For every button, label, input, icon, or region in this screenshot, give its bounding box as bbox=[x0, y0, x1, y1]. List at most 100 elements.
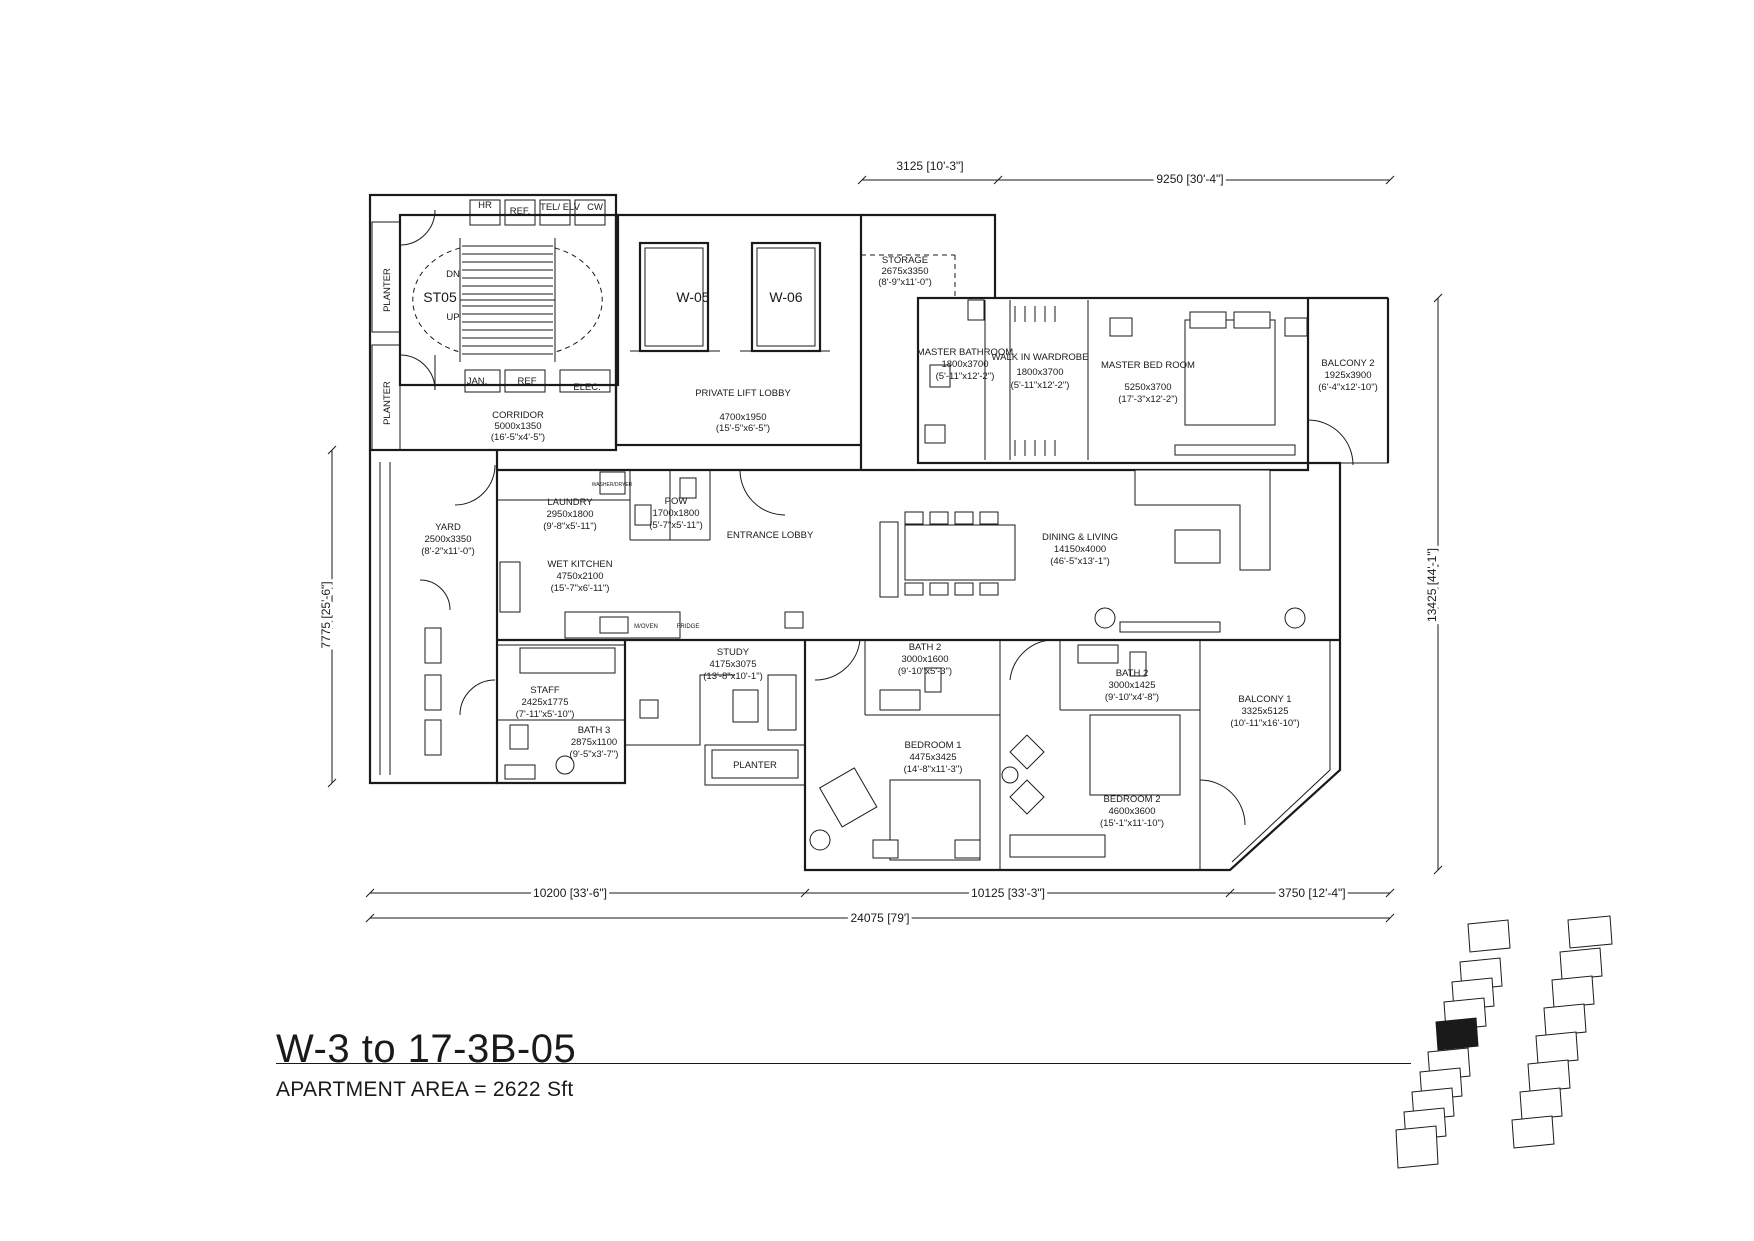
room-name: BEDROOM 2 bbox=[1103, 794, 1160, 805]
room-imperial: (5'-7"x5'-11") bbox=[649, 520, 703, 531]
dim-right-vertical: 13425 [44'-1"] bbox=[1425, 548, 1439, 622]
room-name: ENTRANCE LOBBY bbox=[727, 530, 814, 541]
master-suite bbox=[861, 254, 1389, 466]
room-size: 2675x3350 bbox=[881, 266, 928, 277]
room-name: BATH 2 bbox=[909, 642, 942, 653]
room-imperial: (6'-4"x12'-10") bbox=[1318, 382, 1377, 393]
key-plan-highlighted-unit bbox=[1435, 1017, 1479, 1051]
room-wet-kitchen: WET KITCHEN 4750x2100 (15'-7"x6'-11") bbox=[547, 559, 612, 594]
room-name: BALCONY 2 bbox=[1321, 358, 1374, 369]
room-name: WALK IN WARDROBE bbox=[992, 352, 1089, 363]
room-imperial: (16'-5"x4'-5") bbox=[491, 432, 545, 443]
room-size: 3000x1600 bbox=[901, 654, 948, 665]
dimension-lines: 3125 [10'-3"] 9250 [30'-4"] 7775 [25'-6"… bbox=[316, 159, 1443, 928]
room-bath2a: BATH 2 3000x1600 (9'-10"x5'-3") bbox=[898, 642, 952, 677]
room-master-bed: MASTER BED ROOM 5250x3700 (17'-3"x12'-2"… bbox=[1101, 360, 1195, 405]
room-name: CORRIDOR bbox=[492, 410, 544, 421]
room-name: STORAGE bbox=[882, 255, 928, 266]
room-imperial: (8'-9"x11'-0") bbox=[878, 277, 932, 288]
room-imperial: (9'-10"x4'-8") bbox=[1105, 692, 1159, 703]
room-bath3: BATH 3 2875x1100 (9'-5"x3'-7") bbox=[570, 725, 619, 760]
room-name: PRIVATE LIFT LOBBY bbox=[695, 388, 791, 399]
room-name: MASTER BATHROOM bbox=[917, 347, 1013, 358]
living-dining bbox=[739, 469, 1306, 633]
room-size: 3000x1425 bbox=[1108, 680, 1155, 691]
room-name: BATH 3 bbox=[578, 725, 611, 736]
planter-left-top-label: PLANTER bbox=[382, 268, 393, 312]
room-size: 4750x2100 bbox=[556, 571, 603, 582]
room-size: 1700x1800 bbox=[652, 508, 699, 519]
room-imperial: (46'-5"x13'-1") bbox=[1050, 556, 1109, 567]
stair-core: ST05 DN UP HR REF. TEL/ ELV CW JAN. REF … bbox=[371, 199, 611, 451]
room-name: BATH 2 bbox=[1116, 668, 1149, 679]
apartment-area: APARTMENT AREA = 2622 Sft bbox=[276, 1078, 574, 1101]
key-plan-tower-a bbox=[1395, 919, 1511, 1169]
room-name: STUDY bbox=[717, 647, 750, 658]
planter-left-bottom-label: PLANTER bbox=[382, 381, 393, 425]
room-size: 4175x3075 bbox=[709, 659, 756, 670]
ref-bottom-label: REF bbox=[518, 376, 537, 387]
room-imperial: (9'-10"x5'-3") bbox=[898, 666, 952, 677]
room-balcony2: BALCONY 2 1925x3900 (6'-4"x12'-10") bbox=[1318, 358, 1377, 393]
room-size: 4475x3425 bbox=[909, 752, 956, 763]
key-plan-tower-b bbox=[1511, 915, 1613, 1149]
jan-label: JAN. bbox=[467, 376, 488, 387]
title-divider bbox=[276, 1063, 1411, 1064]
room-size: 1800x3700 bbox=[941, 359, 988, 370]
room-name: WET KITCHEN bbox=[547, 559, 612, 570]
washer-label: WASHER/DRYER bbox=[592, 482, 633, 488]
dim-top-left: 3125 [10'-3"] bbox=[896, 159, 963, 173]
room-name: YARD bbox=[435, 522, 461, 533]
room-master-bath: MASTER BATHROOM 1800x3700 (5'-11"x12'-2"… bbox=[917, 347, 1013, 382]
room-pow: POW 1700x1800 (5'-7"x5'-11") bbox=[649, 496, 703, 531]
dim-bottom-total: 24075 [79'] bbox=[850, 911, 909, 925]
room-imperial: (14'-8"x11'-3") bbox=[904, 764, 963, 775]
oven-label: M/OVEN bbox=[634, 624, 658, 630]
lift-w05-label: W-05 bbox=[676, 289, 709, 305]
room-size: 4700x1950 bbox=[719, 412, 766, 423]
room-balcony1: BALCONY 1 3325x5125 (10'-11"x16'-10") bbox=[1230, 694, 1299, 729]
key-plan bbox=[1395, 915, 1613, 1169]
service-zone: WASHER/DRYER M/OVEN FRIDGE bbox=[379, 462, 711, 775]
cw-label: CW bbox=[587, 202, 603, 213]
unit-title: W-3 to 17-3B-05 bbox=[276, 1026, 577, 1071]
room-imperial: (8'-2"x11'-0") bbox=[421, 546, 475, 557]
room-size: 14150x4000 bbox=[1054, 544, 1106, 555]
room-imperial: (10'-11"x16'-10") bbox=[1230, 718, 1299, 729]
room-laundry: LAUNDRY 2950x1800 (9'-8"x5'-11") bbox=[543, 497, 597, 532]
room-size: 2875x1100 bbox=[571, 737, 617, 748]
room-name: DINING & LIVING bbox=[1042, 532, 1118, 543]
room-imperial: (7'-11"x5'-10") bbox=[516, 709, 575, 720]
room-imperial: (13'-8"x10'-1") bbox=[703, 671, 762, 682]
dim-left-vertical: 7775 [25'-6"] bbox=[319, 581, 333, 648]
room-imperial: (17'-3"x12'-2") bbox=[1118, 394, 1177, 405]
stair-dn-label: DN bbox=[446, 269, 460, 280]
room-bedroom2: BEDROOM 2 4600x3600 (15'-1"x11'-10") bbox=[1100, 794, 1164, 829]
dim-bottom-mid: 10125 [33'-3"] bbox=[971, 886, 1045, 900]
ref-top-label: REF. bbox=[510, 206, 531, 217]
room-name: POW bbox=[665, 496, 688, 507]
fridge-label: FRIDGE bbox=[677, 624, 700, 630]
room-study: STUDY 4175x3075 (13'-8"x10'-1") bbox=[703, 647, 762, 682]
room-name: MASTER BED ROOM bbox=[1101, 360, 1195, 371]
room-staff: STAFF 2425x1775 (7'-11"x5'-10") bbox=[516, 685, 575, 720]
room-corridor: CORRIDOR 5000x1350 (16'-5"x4'-5") bbox=[491, 410, 545, 443]
room-name: LAUNDRY bbox=[547, 497, 593, 508]
room-imperial: (5'-11"x12'-2") bbox=[936, 371, 995, 382]
room-imperial: (9'-8"x5'-11") bbox=[543, 521, 597, 532]
room-imperial: (9'-5"x3'-7") bbox=[570, 749, 619, 760]
study-staff: PLANTER bbox=[459, 644, 806, 786]
room-size: 2500x3350 bbox=[424, 534, 471, 545]
room-size: 3325x5125 bbox=[1241, 706, 1288, 717]
room-size: 1925x3900 bbox=[1324, 370, 1371, 381]
room-size: 4600x3600 bbox=[1108, 806, 1155, 817]
room-size: 2950x1800 bbox=[546, 509, 593, 520]
room-name: BEDROOM 1 bbox=[904, 740, 961, 751]
room-dining: DINING & LIVING 14150x4000 (46'-5"x13'-1… bbox=[1042, 532, 1118, 567]
room-imperial: (15'-1"x11'-10") bbox=[1100, 818, 1164, 829]
stair-treads bbox=[462, 245, 553, 355]
room-size: 5000x1350 bbox=[494, 421, 541, 432]
room-imperial: (15'-7"x6'-11") bbox=[551, 583, 610, 594]
elec-label: ELEC. bbox=[573, 382, 600, 393]
